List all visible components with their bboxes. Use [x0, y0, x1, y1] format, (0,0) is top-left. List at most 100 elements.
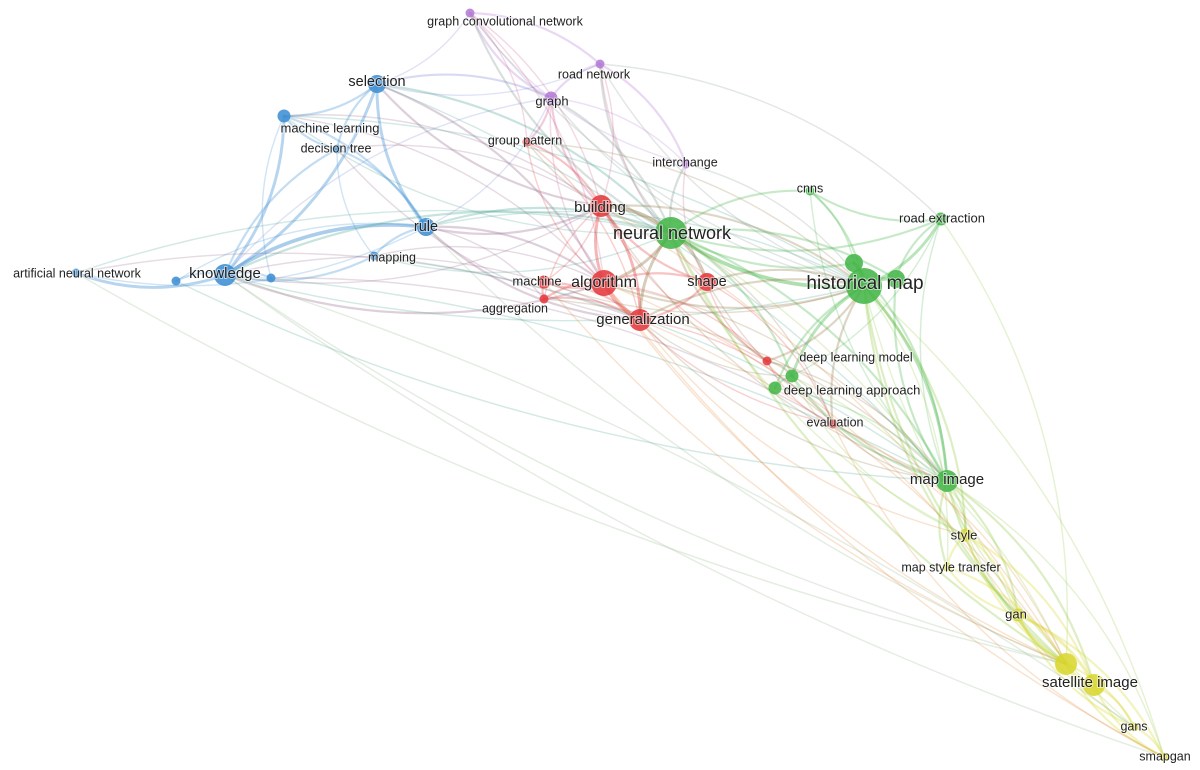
node-satellite-image-satellite[interactable] — [1083, 674, 1105, 696]
edge-graph-algorithm — [549, 97, 605, 284]
node-aggregation[interactable] — [539, 294, 549, 304]
edge-graph-historical-map — [550, 97, 865, 287]
node-deep-learning-approach[interactable] — [785, 369, 799, 383]
edge-group-pattern-historical-map — [526, 141, 865, 287]
edge-graph-convolutional-network-road-network — [468, 11, 602, 66]
edge-historical-map-satellite-b-map-image — [893, 277, 949, 483]
node-graph[interactable] — [544, 91, 558, 105]
node-group-pattern[interactable] — [522, 137, 532, 147]
edge-map-image-gan — [945, 479, 1020, 617]
edge-decision-tree-rule — [335, 147, 428, 229]
edge-building-historical-map — [599, 204, 866, 288]
node-neural-network[interactable] — [655, 217, 687, 249]
node-historical-map[interactable] — [846, 268, 882, 304]
edge-algorithm-smapgan — [603, 282, 1165, 758]
node-gans[interactable] — [1129, 722, 1139, 732]
edge-selection-machine-learning — [282, 82, 379, 118]
label-road-extraction: road extraction — [899, 210, 985, 225]
edge-selection-building — [375, 82, 603, 208]
node-satellite-image[interactable] — [1055, 653, 1077, 675]
label-mapping: mapping — [368, 250, 416, 264]
edge-evaluation-map-image — [832, 423, 948, 482]
edge-deep-learning-approach-style — [791, 375, 967, 536]
edge-historical-map-map-image — [862, 284, 949, 483]
edge-knowledge-artificial-neural-network — [74, 271, 227, 289]
node-smapgan[interactable] — [1159, 752, 1169, 762]
label-deep-learning-model: deep learning model — [799, 350, 912, 364]
node-historical-map-satellite-a[interactable] — [845, 254, 863, 272]
edge-deep-learning-approach-satellite-image — [791, 375, 1067, 665]
edge-map-image-smapgan — [946, 480, 1165, 758]
label-artificial-neural-network: artificial neural network — [13, 266, 142, 280]
edge-historical-map-style — [862, 284, 968, 537]
node-shape[interactable] — [698, 273, 716, 291]
node-knowledge-satellite-a[interactable] — [171, 276, 181, 286]
label-selection: selection — [348, 74, 405, 90]
label-generalization: generalization — [596, 311, 689, 328]
edge-knowledge-satellite-a-map-image — [175, 280, 948, 482]
label-interchange: interchange — [652, 155, 717, 169]
node-deep-learning-model[interactable] — [762, 356, 772, 366]
edge-graph-convolutional-network-historical-map — [469, 12, 865, 287]
edge-road-network-neural-network — [598, 62, 673, 235]
node-map-image[interactable] — [936, 470, 958, 492]
edge-road-network-historical-map — [599, 63, 865, 287]
edge-deep-learning-approach-map-image — [790, 374, 949, 483]
node-generalization[interactable] — [629, 309, 651, 331]
node-historical-map-satellite-b[interactable] — [887, 270, 905, 288]
edge-style-satellite-image — [964, 533, 1068, 666]
node-mapping[interactable] — [369, 251, 379, 261]
node-algorithm[interactable] — [591, 270, 617, 296]
node-knowledge-satellite-b[interactable] — [266, 273, 276, 283]
node-style[interactable] — [959, 528, 973, 542]
edge-artificial-neural-network-generalization — [75, 252, 641, 321]
node-decision-tree[interactable] — [332, 144, 342, 154]
edge-neural-network-road-extraction — [669, 217, 943, 252]
node-road-network[interactable] — [595, 59, 605, 69]
node-map-style-transfer[interactable] — [942, 562, 952, 572]
edge-evaluation-smapgan — [832, 423, 1165, 758]
node-gan[interactable] — [1011, 608, 1025, 622]
edge-machine-learning-historical-map — [283, 115, 865, 287]
node-rule[interactable] — [417, 218, 435, 236]
edge-satellite-image-satellite-smapgan — [1092, 683, 1166, 759]
edge-generalization-satellite-image — [639, 319, 1067, 665]
edge-knowledge-historical-map — [224, 274, 865, 322]
edge-machine-learning-knowledge-satellite-b — [261, 115, 285, 279]
node-building[interactable] — [590, 195, 612, 217]
edge-deep-learning-satellite-map-image — [774, 387, 948, 482]
node-graph-convolutional-network[interactable] — [465, 8, 475, 18]
edge-machine-learning-building — [283, 114, 602, 207]
node-deep-learning-satellite[interactable] — [768, 381, 782, 395]
label-style: style — [951, 527, 978, 542]
edge-cnns-map-image — [809, 190, 948, 482]
edge-style-satellite-image-satellite — [964, 533, 1096, 687]
edge-neural-network-historical-map — [669, 231, 866, 289]
edge-generalization-evaluation — [639, 319, 834, 425]
edge-generalization-historical-map — [638, 278, 866, 322]
edge-knowledge-graph — [224, 97, 552, 276]
edge-road-extraction-deep-learning-approach — [791, 218, 942, 377]
node-interchange[interactable] — [681, 159, 691, 169]
node-machine[interactable] — [537, 275, 551, 289]
node-knowledge[interactable] — [214, 264, 236, 286]
node-machine-learning[interactable] — [277, 109, 291, 123]
node-evaluation[interactable] — [828, 419, 838, 429]
edge-knowledge-generalization — [224, 256, 641, 321]
edge-historical-map-map-style-transfer — [863, 285, 949, 568]
edge-machine-historical-map — [543, 281, 865, 314]
edge-algorithm-satellite-image — [603, 282, 1067, 665]
edge-rule-graph — [425, 97, 552, 228]
edge-selection-graph-convolutional-network — [376, 12, 471, 85]
edge-graph-convolutional-network-graph — [468, 11, 553, 100]
node-artificial-neural-network[interactable] — [71, 268, 81, 278]
node-cnns[interactable] — [805, 186, 815, 196]
edge-group-pattern-generalization — [526, 141, 641, 321]
edge-building-map-image — [600, 205, 948, 482]
edge-historical-map-gan — [862, 284, 1020, 617]
edge-rule-satellite-image — [425, 226, 1067, 665]
node-road-extraction[interactable] — [934, 212, 948, 226]
node-selection[interactable] — [368, 75, 386, 93]
edge-selection-rule — [375, 82, 428, 229]
